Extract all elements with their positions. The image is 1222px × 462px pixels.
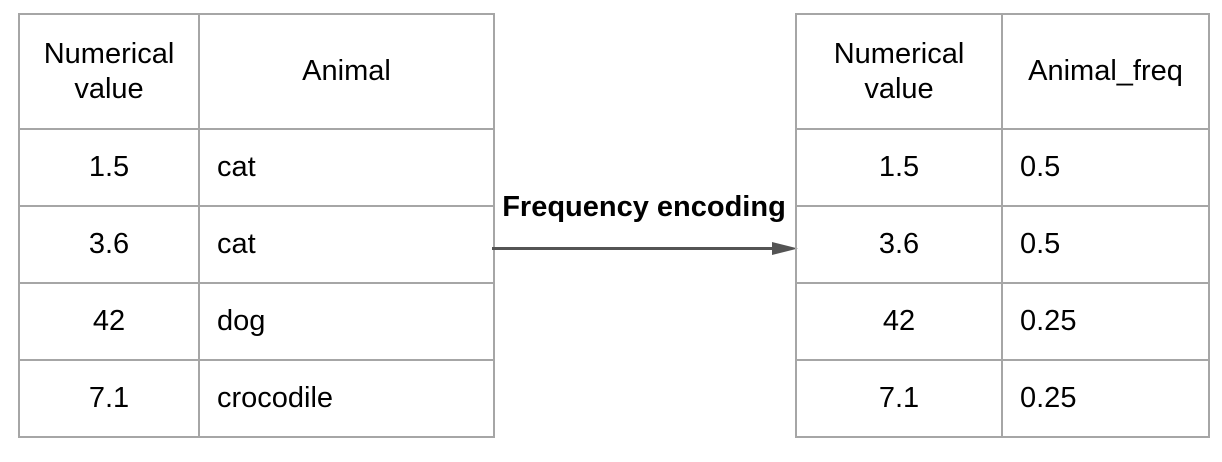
header-row: Numerical value Animal [18,13,495,130]
numerical-value-cell: 7.1 [795,359,1003,438]
table-row: 42 dog [18,282,495,361]
table-row: 1.5 cat [18,128,495,207]
animal-cell: cat [198,128,495,207]
header-row: Numerical value Animal_freq [795,13,1210,130]
numerical-value-cell: 42 [795,282,1003,361]
numerical-value-cell: 1.5 [18,128,200,207]
table-row: 3.6 cat [18,205,495,284]
encoded-table: Numerical value Animal_freq 1.5 0.5 3.6 … [795,13,1210,438]
animal-freq-cell: 0.5 [1001,128,1210,207]
numerical-value-cell: 3.6 [18,205,200,284]
animal-freq-cell: 0.25 [1001,282,1210,361]
animal-cell: dog [198,282,495,361]
table-row: 3.6 0.5 [795,205,1210,284]
column-header-numerical-value: Numerical value [795,13,1003,130]
numerical-value-cell: 42 [18,282,200,361]
column-header-animal: Animal [198,13,495,130]
animal-freq-cell: 0.25 [1001,359,1210,438]
numerical-value-cell: 3.6 [795,205,1003,284]
column-header-numerical-value: Numerical value [18,13,200,130]
table-row: 1.5 0.5 [795,128,1210,207]
numerical-value-cell: 1.5 [795,128,1003,207]
table-row: 7.1 crocodile [18,359,495,438]
source-table: Numerical value Animal 1.5 cat 3.6 cat 4… [18,13,495,438]
numerical-value-cell: 7.1 [18,359,200,438]
column-header-animal-freq: Animal_freq [1001,13,1210,130]
animal-cell: cat [198,205,495,284]
animal-freq-cell: 0.5 [1001,205,1210,284]
table-row: 7.1 0.25 [795,359,1210,438]
table-row: 42 0.25 [795,282,1210,361]
transform-label: Frequency encoding [502,191,786,223]
animal-cell: crocodile [198,359,495,438]
arrow-right-icon [492,242,798,255]
